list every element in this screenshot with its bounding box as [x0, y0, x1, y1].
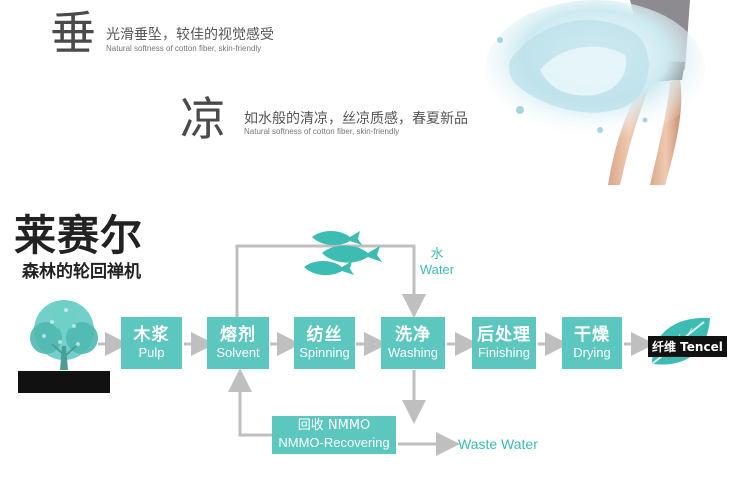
step-washing-cn: 洗净	[395, 325, 431, 345]
step-pulp: 木浆 Pulp	[121, 317, 182, 369]
step-pulp-en: Pulp	[138, 345, 165, 361]
water-label: 水 Water	[416, 246, 458, 279]
step-spinning: 纺丝 Spinning	[294, 317, 355, 369]
step-nmmo-recovering: 回收 NMMO NMMO-Recovering	[272, 416, 396, 454]
step-solvent-en: Solvent	[216, 345, 260, 361]
model-water-splash-photo	[485, 0, 705, 185]
feature-cool-cn: 如水般的清凉，丝凉质感，春夏新品	[244, 111, 468, 127]
feature-cool-en: Natural softness of cotton fiber, skin-f…	[244, 127, 400, 136]
arrow-icon	[228, 368, 272, 437]
step-pulp-cn: 木浆	[133, 325, 170, 345]
step-drying-en: Drying	[573, 345, 611, 361]
tencel-label: 纤维 Tencel	[648, 336, 727, 357]
step-drying: 干燥 Drying	[562, 317, 622, 369]
step-finishing-en: Finishing	[477, 345, 531, 361]
feature-drape-cn: 光滑垂坠，较佳的视觉感受	[106, 27, 274, 43]
recover-cn: 回收 NMMO	[297, 418, 371, 434]
feature-drape-en: Natural softness of cotton fiber, skin-f…	[106, 44, 262, 53]
waste-water-label: Waste Water	[458, 436, 538, 452]
step-washing-en: Washing	[387, 345, 439, 361]
feature-char-cool: 凉	[180, 92, 226, 146]
process-subtitle: 森林的轮回禅机	[22, 262, 141, 282]
step-spinning-en: Spinning	[299, 345, 350, 361]
step-solvent-cn: 熔剂	[220, 325, 256, 345]
fish-icon	[304, 231, 382, 276]
step-finishing-cn: 后处理	[477, 325, 531, 345]
process-title: 莱赛尔	[14, 211, 144, 260]
water-label-cn: 水	[430, 246, 444, 261]
step-solvent: 熔剂 Solvent	[207, 317, 269, 369]
tree-icon	[18, 300, 110, 393]
water-label-en: Water	[419, 262, 455, 278]
step-spinning-cn: 纺丝	[306, 325, 343, 345]
step-drying-cn: 干燥	[574, 325, 610, 345]
step-washing: 洗净 Washing	[381, 317, 445, 369]
recover-en: NMMO-Recovering	[278, 435, 390, 450]
feature-char-drape: 垂	[50, 6, 96, 60]
step-finishing: 后处理 Finishing	[472, 317, 536, 369]
